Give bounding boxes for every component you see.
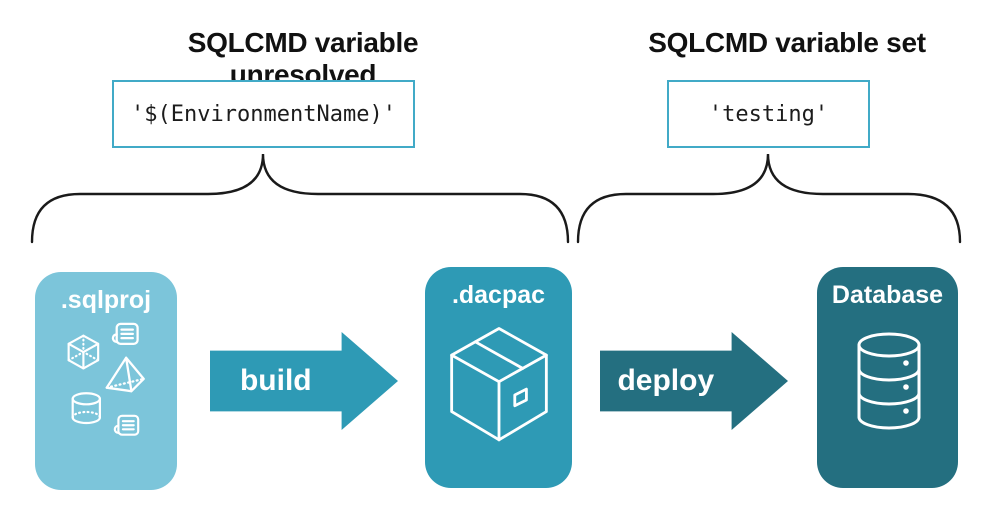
curly-brace-left-icon bbox=[30, 153, 570, 244]
stage-card-sqlproj: .sqlproj bbox=[35, 272, 177, 490]
code-box-unresolved: '$(EnvironmentName)' bbox=[112, 80, 415, 148]
build-arrow: build bbox=[210, 332, 398, 430]
build-arrow-label: build bbox=[239, 363, 312, 397]
code-value-set: 'testing' bbox=[708, 101, 829, 127]
scroll-icon bbox=[113, 414, 140, 436]
code-box-set: 'testing' bbox=[667, 80, 870, 148]
stage-card-database: Database bbox=[817, 267, 958, 488]
pyramid-icon bbox=[105, 356, 145, 393]
stage-label-database: Database bbox=[831, 281, 944, 309]
curly-brace-right-icon bbox=[576, 153, 962, 244]
heading-sqlcmd-set: SQLCMD variable set bbox=[648, 27, 926, 58]
database-icon bbox=[857, 332, 921, 430]
code-value-unresolved: '$(EnvironmentName)' bbox=[131, 101, 396, 127]
heading-sqlcmd-unresolved: SQLCMD variable unresolved bbox=[187, 27, 419, 90]
cylinder-icon bbox=[71, 392, 102, 425]
stage-card-dacpac: .dacpac bbox=[425, 267, 572, 488]
cube-icon bbox=[67, 334, 100, 370]
sql-objects-icon bbox=[67, 322, 145, 436]
stage-label-sqlproj: .sqlproj bbox=[60, 286, 152, 314]
package-icon bbox=[450, 327, 548, 442]
scroll-icon bbox=[111, 322, 139, 345]
deploy-arrow-label: deploy bbox=[617, 363, 715, 397]
deploy-arrow: deploy bbox=[600, 332, 788, 430]
stage-label-dacpac: .dacpac bbox=[451, 281, 546, 309]
